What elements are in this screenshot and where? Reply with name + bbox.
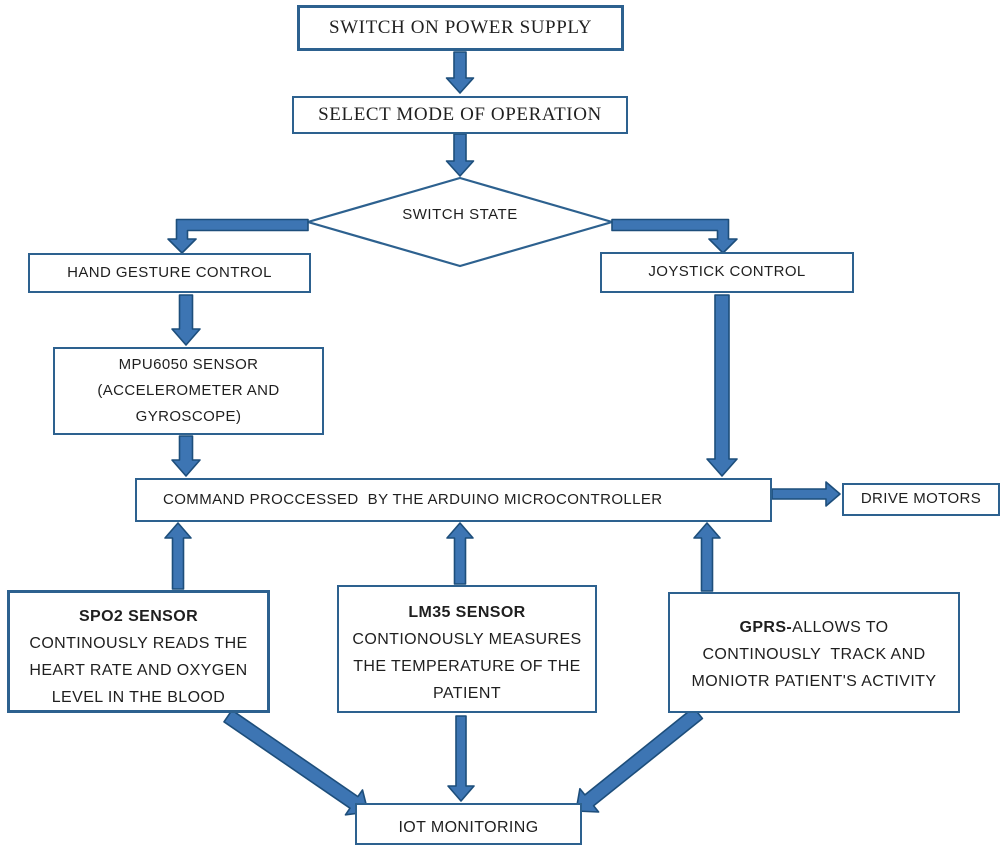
arrow-switch-to-hand: [167, 218, 309, 254]
node-line: LEVEL IN THE BLOOD: [51, 689, 226, 706]
node-iot-monitoring: IOT MONITORING: [355, 803, 582, 845]
arrow-lm35-to-iot: [447, 715, 475, 802]
arrow-mpu-to-command: [171, 435, 201, 477]
decision-diamond-shape: [304, 176, 616, 268]
arrow-hand-to-mpu: [171, 294, 201, 346]
arrow-gprs-to-command: [693, 522, 721, 592]
arrow-spo2-to-iot: [223, 709, 369, 816]
node-title: GPRS-ALLOWS TO: [739, 614, 888, 641]
arrow-gprs-to-iot: [575, 706, 704, 813]
node-label: COMMAND PROCCESSED BY THE ARDUINO MICROC…: [163, 490, 663, 508]
arrow-joystick-to-command: [706, 294, 738, 477]
arrow-lm35-to-command: [446, 522, 474, 585]
node-title-rest: ALLOWS TO: [792, 619, 889, 636]
node-mpu6050-sensor: MPU6050 SENSOR (ACCELEROMETER AND GYROSC…: [53, 347, 324, 435]
node-title: LM35 SENSOR: [408, 604, 526, 621]
decision-switch-state-label: SWITCH STATE: [380, 206, 540, 223]
node-line: CONTINOUSLY READS THE: [29, 635, 248, 652]
node-spo2-sensor: SPO2 SENSOR CONTINOUSLY READS THE HEART …: [7, 590, 270, 713]
arrow-command-to-drive: [771, 481, 841, 507]
node-line: MPU6050 SENSOR: [118, 356, 259, 373]
node-line: CONTIONOUSLY MEASURES: [352, 631, 582, 648]
node-label: SWITCH ON POWER SUPPLY: [328, 17, 593, 39]
node-gprs: GPRS-ALLOWS TO CONTINOUSLY TRACK AND MON…: [668, 592, 960, 713]
arrow-switch-to-joystick: [611, 218, 738, 254]
node-lm35-sensor: LM35 SENSOR CONTIONOUSLY MEASURES THE TE…: [337, 585, 597, 713]
node-hand-gesture-control: HAND GESTURE CONTROL: [28, 253, 311, 293]
node-line: THE TEMPERATURE OF THE: [353, 658, 581, 675]
node-title-bold: GPRS-: [739, 619, 793, 636]
node-drive-motors: DRIVE MOTORS: [842, 483, 1000, 516]
arrow-spo2-to-command: [164, 522, 192, 590]
node-line: GYROSCOPE): [135, 408, 242, 425]
node-line: PATIENT: [433, 685, 501, 702]
arrow-power-to-select: [445, 51, 475, 94]
node-switch-on-power-supply: SWITCH ON POWER SUPPLY: [297, 5, 624, 51]
node-label: JOYSTICK CONTROL: [648, 263, 806, 281]
node-line: (ACCELEROMETER AND: [97, 382, 280, 399]
node-label: SWITCH STATE: [402, 206, 518, 223]
node-joystick-control: JOYSTICK CONTROL: [600, 252, 854, 293]
node-title: SPO2 SENSOR: [78, 608, 199, 625]
node-command-processed-by-arduino: COMMAND PROCCESSED BY THE ARDUINO MICROC…: [135, 478, 772, 522]
node-select-mode-of-operation: SELECT MODE OF OPERATION: [292, 96, 628, 134]
node-label: DRIVE MOTORS: [860, 490, 982, 508]
node-label: HAND GESTURE CONTROL: [67, 263, 272, 281]
node-line: HEART RATE AND OXYGEN: [29, 662, 248, 679]
node-line: MONIOTR PATIENT'S ACTIVITY: [691, 673, 937, 690]
arrow-select-to-switch: [445, 133, 475, 177]
node-label: SELECT MODE OF OPERATION: [318, 104, 602, 126]
node-label: IOT MONITORING: [398, 819, 539, 836]
node-line: CONTINOUSLY TRACK AND: [702, 646, 926, 663]
